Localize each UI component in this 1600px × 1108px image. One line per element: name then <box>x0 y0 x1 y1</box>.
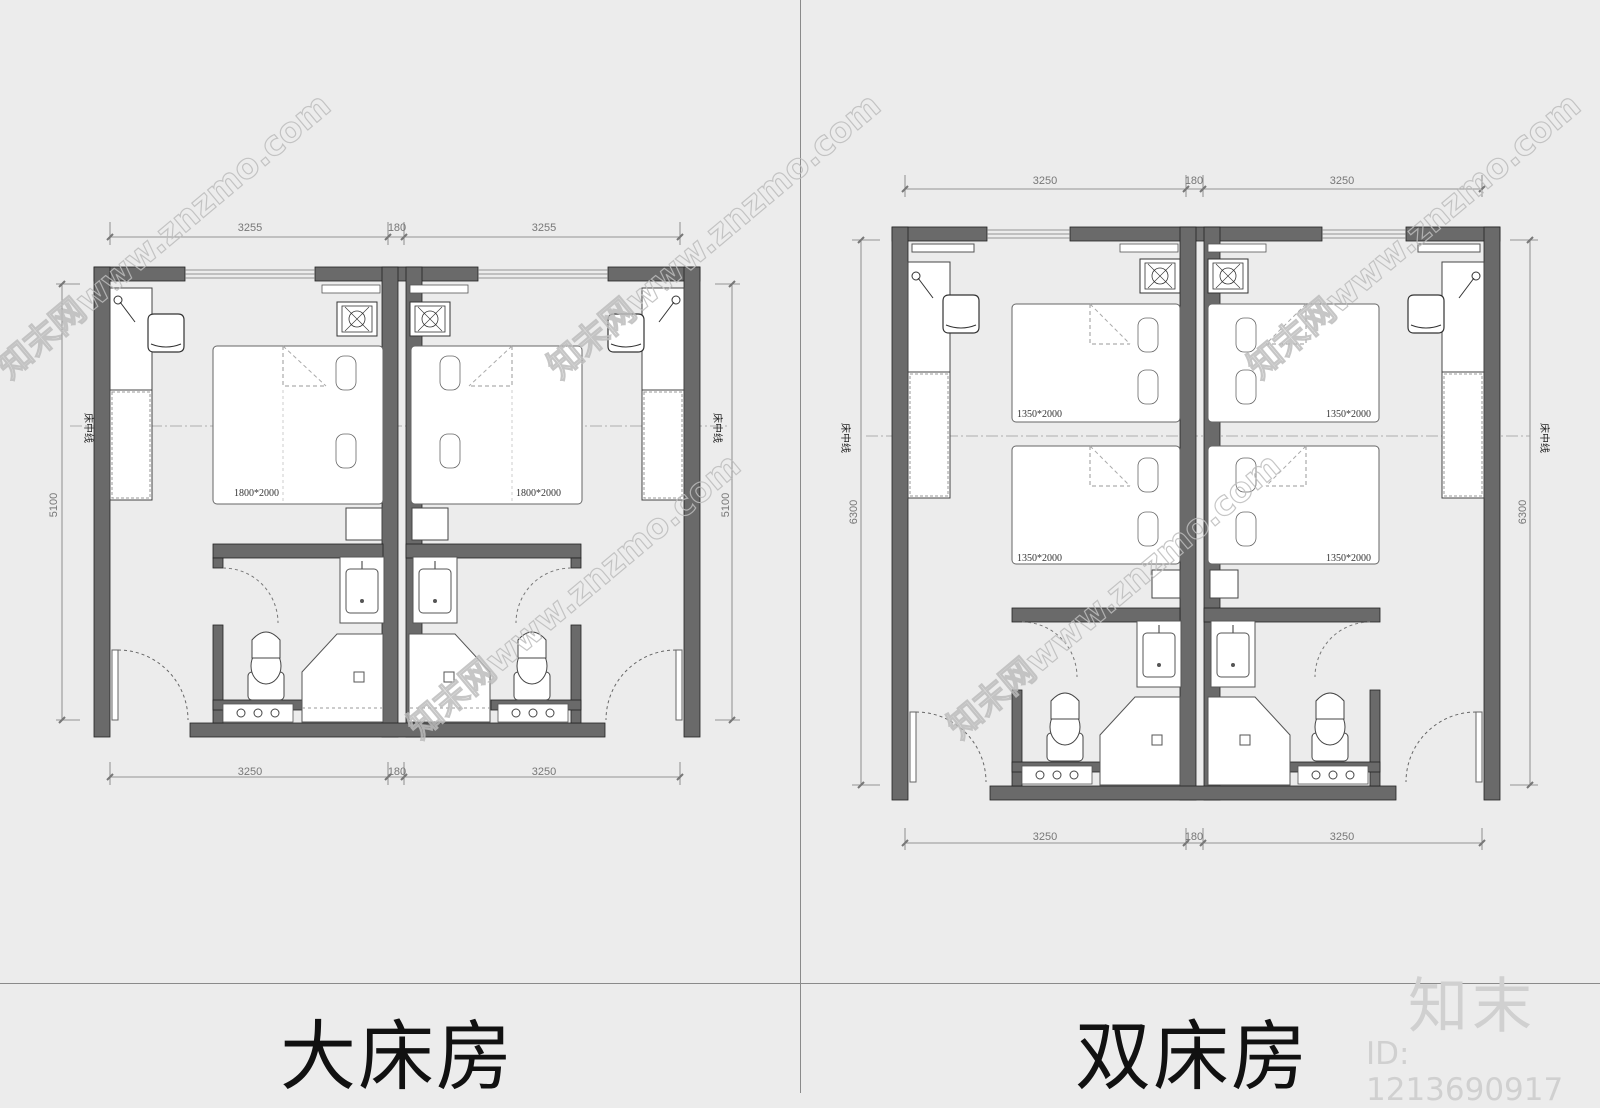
left-side-dim-left: 5100 <box>48 493 60 517</box>
right-sink-2 <box>1210 620 1256 688</box>
right-bed-4: 1350*2000 <box>1207 445 1380 565</box>
left-centerline-label-r: 床中线 <box>711 413 724 443</box>
right-fixture-row-2 <box>1297 765 1369 785</box>
left-top-dimension <box>106 222 684 245</box>
left-bed-1: 1800*2000 <box>212 345 384 505</box>
left-floor-plan: 3255 180 3255 3250 180 3250 5100 5100 床中… <box>48 222 740 785</box>
left-ac-unit-1 <box>336 301 378 337</box>
left-shower <box>301 633 491 723</box>
right-bed-3: 1350*2000 <box>1011 445 1181 565</box>
left-vents <box>321 284 469 294</box>
left-toilet-1 <box>247 631 285 701</box>
right-entry-doors <box>909 711 1483 783</box>
left-bottom-dim-1: 3250 <box>238 766 262 778</box>
right-bath-doors <box>1021 621 1371 678</box>
right-toilet-1 <box>1046 692 1084 762</box>
left-bed-1-size: 1800*2000 <box>234 488 279 499</box>
left-nightstand-1 <box>345 507 383 541</box>
right-bed-1: 1350*2000 <box>1011 303 1181 423</box>
title-twin-room: 双床房 <box>1075 1012 1309 1101</box>
left-top-dim-3: 3255 <box>532 222 556 234</box>
right-bed-3-size: 1350*2000 <box>1017 553 1062 564</box>
left-bed-2: 1800*2000 <box>410 345 583 505</box>
left-bed-2-size: 1800*2000 <box>516 488 561 499</box>
right-top-dim-1: 3250 <box>1033 175 1057 187</box>
left-bottom-dim-2: 180 <box>388 766 406 778</box>
right-desk-l <box>907 243 980 499</box>
right-centerline-label-l: 床中线 <box>839 423 852 453</box>
panel-divider <box>800 0 801 1093</box>
image-id-label: ID: 1213690917 <box>1366 1036 1564 1108</box>
right-vents <box>1119 243 1267 253</box>
right-bottom-dim-2: 180 <box>1185 831 1203 843</box>
left-fixture-row-2 <box>497 703 569 723</box>
left-centerline-label-l: 床中线 <box>82 413 95 443</box>
right-shower <box>1099 696 1291 786</box>
left-bath-doors <box>222 567 572 624</box>
left-desk-l <box>109 287 185 501</box>
right-top-dimension <box>901 175 1486 197</box>
right-top-dim-3: 3250 <box>1330 175 1354 187</box>
right-fixture-row-1 <box>1021 765 1093 785</box>
right-bed-4-size: 1350*2000 <box>1326 553 1371 564</box>
right-bed-2: 1350*2000 <box>1207 303 1380 423</box>
right-bottom-dimension <box>901 828 1486 850</box>
left-windows <box>185 269 608 279</box>
left-top-dim-1: 3255 <box>238 222 262 234</box>
left-sink-1 <box>339 556 385 624</box>
right-nightstand-2 <box>1209 569 1239 599</box>
left-entry-doors <box>111 649 683 721</box>
left-ac-unit-2 <box>409 301 451 337</box>
right-bed-1-size: 1350*2000 <box>1017 409 1062 420</box>
right-bottom-dim-1: 3250 <box>1033 831 1057 843</box>
right-nightstand-1 <box>1151 569 1181 599</box>
watermark-text-2: 知末网www.znzmo.com <box>540 85 889 387</box>
left-side-dim-right: 5100 <box>720 493 732 517</box>
left-bottom-dim-3: 3250 <box>532 766 556 778</box>
right-ac-unit-2 <box>1207 258 1249 294</box>
right-ac-unit-1 <box>1139 258 1181 294</box>
title-divider <box>0 983 1600 984</box>
left-nightstand-2 <box>411 507 449 541</box>
right-bottom-dim-3: 3250 <box>1330 831 1354 843</box>
right-top-dim-2: 180 <box>1185 175 1203 187</box>
left-sink-2 <box>412 556 458 624</box>
left-bottom-dimension <box>106 762 684 785</box>
left-side-dimensions <box>56 280 740 724</box>
left-top-dim-2: 180 <box>388 222 406 234</box>
right-floor-plan: 3250 180 3250 3250 180 3250 6300 6300 床中… <box>839 175 1551 850</box>
right-windows <box>987 229 1406 239</box>
right-side-dim-right: 6300 <box>1517 500 1529 524</box>
right-desk-r <box>1407 243 1485 499</box>
right-side-dimensions <box>852 236 1538 789</box>
title-king-room: 大床房 <box>280 1012 514 1101</box>
right-centerline-label-r: 床中线 <box>1538 423 1551 453</box>
right-toilet-2 <box>1311 692 1349 762</box>
left-fixture-row-1 <box>222 703 294 723</box>
right-side-dim-left: 6300 <box>848 500 860 524</box>
right-bed-2-size: 1350*2000 <box>1326 409 1371 420</box>
left-desk-r <box>607 287 685 501</box>
brand-logo: 知末 <box>1408 972 1536 1042</box>
right-sink-1 <box>1136 620 1182 688</box>
